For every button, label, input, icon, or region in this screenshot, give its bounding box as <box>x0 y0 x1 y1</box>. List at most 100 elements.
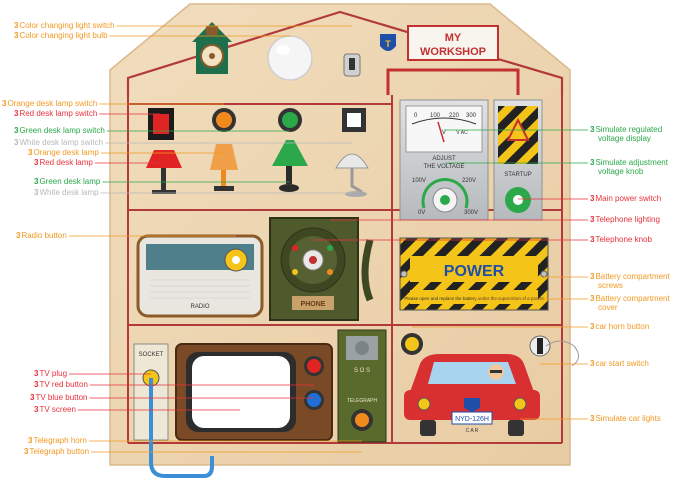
callout-number: 3 <box>14 31 18 40</box>
color-light-switch[interactable] <box>344 54 360 76</box>
callout-text: Radio button <box>21 231 66 240</box>
callout-text: car horn button <box>595 322 649 331</box>
callout-number: 3 <box>14 21 18 30</box>
callout-number: 3 <box>30 393 34 402</box>
callout-text: Simulate car lights <box>595 414 660 423</box>
telephone-knob[interactable] <box>303 250 323 270</box>
callout-right-0: 3Simulate regulatedvoltage display <box>590 125 662 143</box>
callout-text: TV plug <box>39 369 67 378</box>
callout-text: Telephone knob <box>595 235 652 244</box>
callout-right-6: 3Battery compartmentcover <box>590 294 670 312</box>
callout-number: 3 <box>2 99 6 108</box>
callout-text: Simulate adjustment <box>595 158 667 167</box>
callout-left-8: 3Green desk lamp <box>34 177 100 186</box>
telegraph-button[interactable] <box>351 409 373 431</box>
telegraph-horn <box>355 341 369 355</box>
callout-left-9: 3White desk lamp <box>34 188 99 197</box>
callout-number: 3 <box>14 138 18 147</box>
volt-unit: V <box>442 130 446 136</box>
callout-text: Green desk lamp switch <box>19 126 104 135</box>
callout-right-4: 3Telephone knob <box>590 235 652 244</box>
sign-line1: MY <box>445 32 462 44</box>
callout-text: Telephone lighting <box>595 215 660 224</box>
voltage-knob[interactable] <box>433 188 457 212</box>
callout-right-8: 3car start switch <box>590 359 649 368</box>
callout-number: 3 <box>34 369 38 378</box>
callout-text-2: screws <box>598 281 623 290</box>
callout-text: Orange desk lamp switch <box>7 99 97 108</box>
callout-text: Battery compartment <box>595 272 669 281</box>
callout-text-2: cover <box>598 303 618 312</box>
callout-left-6: 3Orange desk lamp <box>28 148 99 157</box>
callout-text: Battery compartment <box>595 294 669 303</box>
callout-number: 3 <box>24 447 28 456</box>
callout-number: 3 <box>34 405 38 414</box>
tv-screen <box>192 356 290 428</box>
callout-left-11: 3TV plug <box>34 369 67 378</box>
callout-number: 3 <box>34 158 38 167</box>
radio-button[interactable] <box>225 249 247 271</box>
callout-number: 3 <box>16 231 20 240</box>
startup-label: STARTUP <box>504 172 531 178</box>
power-warning: Please open and replace the battery unde… <box>404 296 544 301</box>
callout-right-3: 3Telephone lighting <box>590 215 660 224</box>
car-horn-button[interactable] <box>401 333 423 355</box>
callout-number: 3 <box>590 359 594 368</box>
callout-number: 3 <box>34 177 38 186</box>
callout-text: TV red button <box>39 380 87 389</box>
callout-number: 3 <box>28 436 32 445</box>
tv-red-button[interactable] <box>304 356 324 376</box>
callout-left-10: 3Radio button <box>16 231 67 240</box>
white-lamp-switch[interactable] <box>342 108 366 132</box>
callout-number: 3 <box>590 194 594 203</box>
green-lamp-switch[interactable] <box>278 108 302 132</box>
callout-left-2: 3Orange desk lamp switch <box>2 99 97 108</box>
license-plate: NYD-126H <box>455 416 489 423</box>
phone-label: PHONE <box>301 301 326 308</box>
radio-label: RADIO <box>190 304 209 310</box>
callout-left-16: 3Telegraph button <box>24 447 89 456</box>
callout-number: 3 <box>28 148 32 157</box>
callout-text: White desk lamp switch <box>19 138 103 147</box>
red-lamp-switch[interactable] <box>148 108 174 140</box>
callout-text-2: voltage display <box>598 134 651 143</box>
car: NYD-126H C A R <box>404 354 540 436</box>
knob-scale-100: 100V <box>412 178 426 184</box>
callout-text: White desk lamp <box>39 188 98 197</box>
callout-left-5: 3White desk lamp switch <box>14 138 103 147</box>
callout-text: Color changing light bulb <box>19 31 107 40</box>
callout-text: Simulate regulated <box>595 125 662 134</box>
callout-number: 3 <box>590 272 594 281</box>
callout-text-2: voltage knob <box>598 167 643 176</box>
callout-number: 3 <box>590 235 594 244</box>
callout-number: 3 <box>590 322 594 331</box>
callout-text: car start switch <box>595 359 648 368</box>
socket-label: SOCKET <box>139 352 164 358</box>
color-changing-bulb[interactable] <box>268 36 312 80</box>
callout-right-9: 3Simulate car lights <box>590 414 661 423</box>
sign-line2: WORKSHOP <box>420 46 486 58</box>
callout-left-14: 3TV screen <box>34 405 76 414</box>
callout-left-1: 3Color changing light bulb <box>14 31 108 40</box>
callout-number: 3 <box>34 188 38 197</box>
badge-icon: T <box>380 34 396 51</box>
callout-left-15: 3Telegraph horn <box>28 436 87 445</box>
callout-text: Main power switch <box>595 194 661 203</box>
callout-number: 3 <box>590 414 594 423</box>
sos-label: S O S <box>354 368 370 374</box>
telegraph-label: TELEGRAPH <box>347 398 378 404</box>
tv-blue-button[interactable] <box>304 390 324 410</box>
orange-lamp-switch[interactable] <box>212 108 236 132</box>
radio: RADIO <box>138 236 262 316</box>
workshop-sign: MY WORKSHOP <box>408 26 498 60</box>
callout-number: 3 <box>590 294 594 303</box>
main-power-switch[interactable] <box>505 187 531 213</box>
callout-right-1: 3Simulate adjustmentvoltage knob <box>590 158 668 176</box>
callout-left-7: 3Red desk lamp <box>34 158 93 167</box>
callout-left-0: 3Color changing light switch <box>14 21 115 30</box>
callout-text: Color changing light switch <box>19 21 114 30</box>
callout-left-13: 3TV blue button <box>30 393 88 402</box>
callout-number: 3 <box>590 158 594 167</box>
